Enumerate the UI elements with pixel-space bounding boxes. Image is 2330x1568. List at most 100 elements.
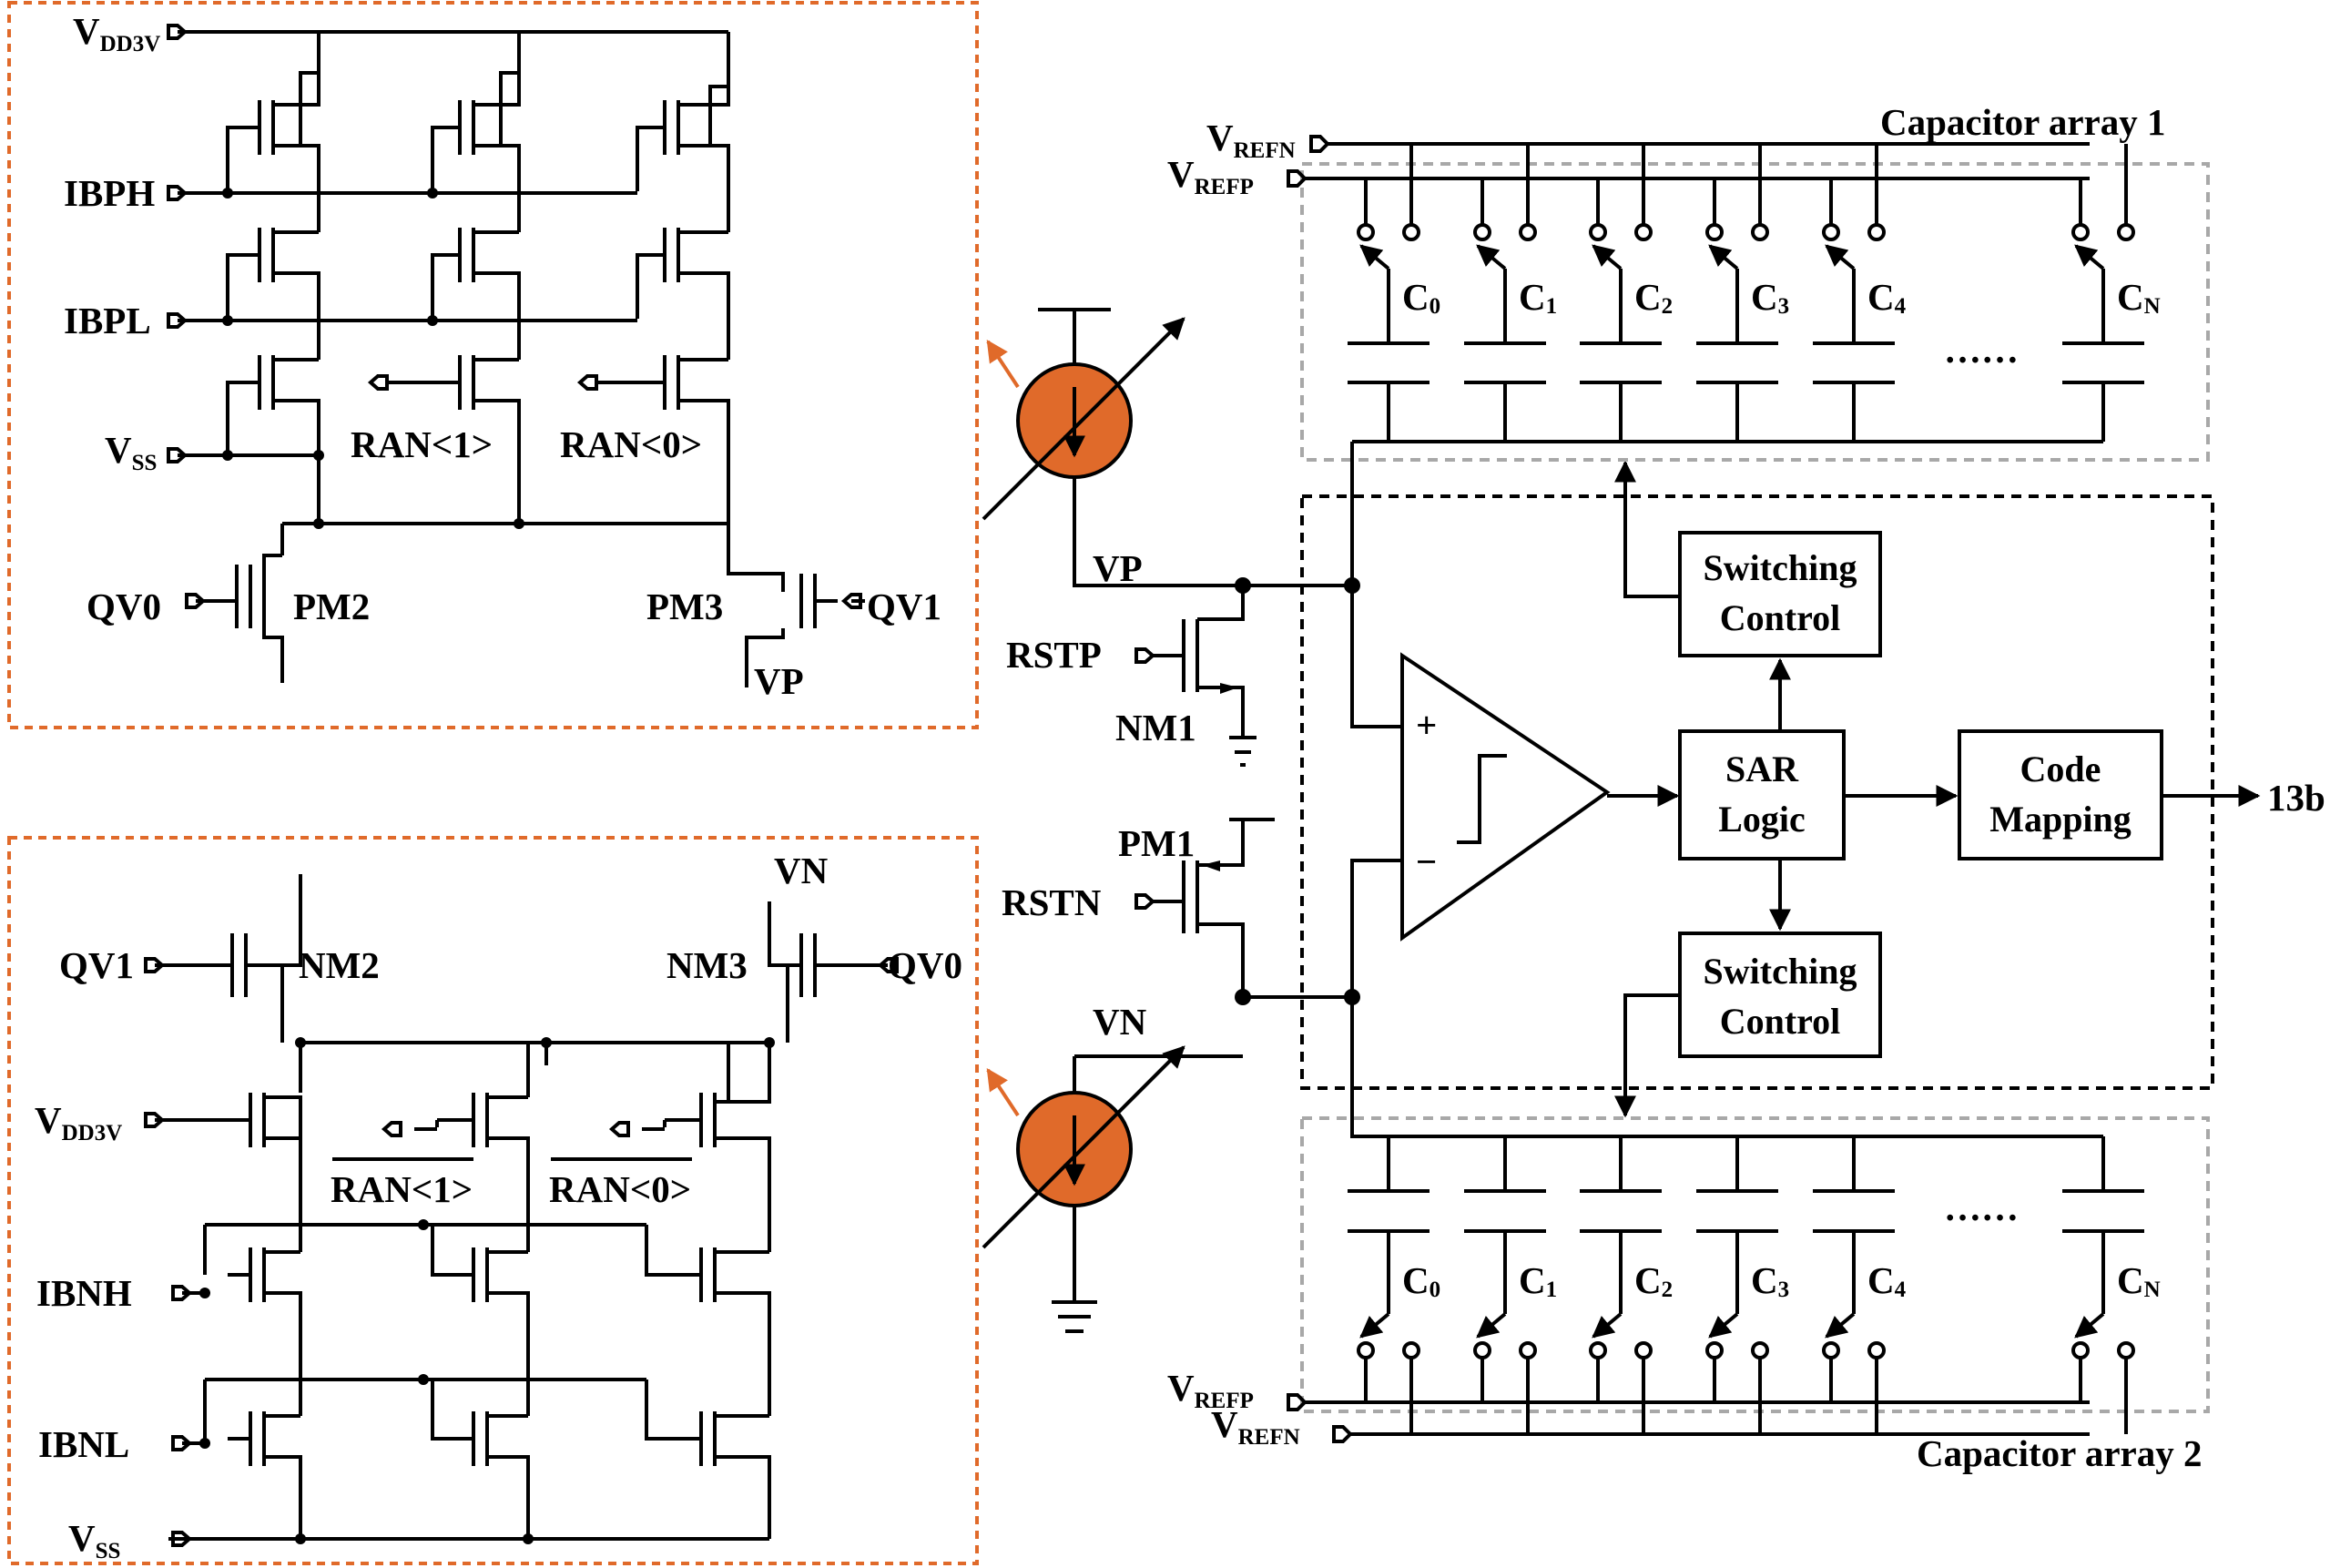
pm2-label: PM2 <box>293 585 370 627</box>
capacitor-column-1-1: C1 <box>1464 144 1557 442</box>
switch-blade <box>1708 1312 1739 1339</box>
capacitor-column-2-0: C0 <box>1348 1136 1440 1434</box>
switch-blade <box>1476 244 1507 270</box>
capacitor-column-1-0: C0 <box>1348 144 1440 442</box>
capacitor-column-2-4: C4 <box>1813 1136 1907 1434</box>
nmos-bias-block: VN QV1 NM2 NM3 QV0 VDD3V RAN<1> RAN<0> I… <box>7 836 979 1565</box>
capacitor-plates <box>1696 341 1778 384</box>
pm2-transistor <box>214 554 284 683</box>
ibpl-label: IBPL <box>64 300 151 341</box>
ibnh-label: IBNH <box>36 1272 132 1314</box>
switch-contact <box>1634 223 1653 241</box>
vdd-label: VDD3V <box>35 1099 122 1145</box>
nm2-transistor <box>168 933 284 1043</box>
capacitor-plates <box>1464 1189 1546 1233</box>
switch-contact <box>1634 1341 1653 1359</box>
switch-contact <box>2071 1341 2090 1359</box>
switching-control-bottom-line1: Switching <box>1704 951 1857 992</box>
switch-blade <box>2074 1312 2105 1339</box>
capacitor-plates <box>1696 1189 1778 1233</box>
switching-control-bottom-line2: Control <box>1720 1001 1841 1042</box>
comparator-minus: − <box>1416 840 1437 882</box>
switching-control-top <box>1678 531 1882 657</box>
switch-contact <box>1519 1341 1537 1359</box>
capacitor-array-2-border <box>1300 1116 2210 1413</box>
switch-blade <box>1825 244 1856 270</box>
capacitor-label: C3 <box>1751 1259 1789 1302</box>
switch-blade <box>1592 244 1623 270</box>
capacitor-label: CN <box>2117 276 2161 319</box>
vdd-label: VDD3V <box>73 10 160 56</box>
rstp-label: RSTP <box>1006 634 1102 676</box>
nm3-label: NM3 <box>666 944 748 986</box>
nm1-transistor <box>1134 585 1257 767</box>
switch-contact <box>2117 223 2135 241</box>
capacitor-label: CN <box>2117 1259 2161 1302</box>
pmos-bias-block: VDD3V IBPH IBPL VSS RAN<1> RAN<0> QV0 PM… <box>7 1 979 729</box>
capacitor-label: C4 <box>1867 1259 1907 1302</box>
switch-contact <box>1589 223 1607 241</box>
vrefn-label-1: VREFN <box>1206 117 1296 163</box>
cap-ellipsis-2: …… <box>1944 1186 2019 1228</box>
pm3-transistor <box>727 555 838 687</box>
capacitor-label: C4 <box>1867 276 1907 319</box>
capacitor-label: C1 <box>1519 1259 1557 1302</box>
capacitor-label: C2 <box>1634 276 1673 319</box>
vn-label: VN <box>774 850 829 891</box>
switch-contact <box>1751 1341 1769 1359</box>
vrefn-label-2: VREFN <box>1211 1403 1300 1450</box>
capacitor-array-1-title: Capacitor array 1 <box>1880 101 2166 143</box>
qv0-label: QV0 <box>888 944 962 986</box>
switch-blade <box>1476 1312 1507 1339</box>
capacitor-label: C2 <box>1634 1259 1673 1302</box>
switch-contact <box>1705 223 1724 241</box>
switch-contact <box>1867 223 1886 241</box>
switch-contact <box>1402 223 1420 241</box>
switch-blade <box>2074 244 2105 270</box>
ran0-label: RAN<0> <box>549 1168 691 1210</box>
nm2-label: NM2 <box>299 944 380 986</box>
ran0-label: RAN<0> <box>560 423 702 465</box>
capacitor-column-2-3: C3 <box>1696 1136 1789 1434</box>
capacitor-column-1-2: C2 <box>1580 144 1673 442</box>
switch-contact <box>1519 223 1537 241</box>
switching-control-top-line1: Switching <box>1704 547 1857 588</box>
switch-blade <box>1359 244 1390 270</box>
switching-control-bottom <box>1678 932 1882 1058</box>
qv1-label: QV1 <box>59 944 134 986</box>
current-source-section: VP RSTP NM1 PM1 RSTN VN <box>982 308 1360 1333</box>
capacitor-plates <box>1813 341 1895 384</box>
nmos-bias-border <box>7 836 979 1565</box>
vrefp-label-2: VREFP <box>1167 1367 1254 1413</box>
capacitor-label: C0 <box>1402 1259 1440 1302</box>
code-line2: Mapping <box>1989 799 2132 840</box>
nmos-current-mirror-array <box>168 1043 771 1539</box>
switch-blade <box>1592 1312 1623 1339</box>
capacitor-plates <box>1580 1189 1662 1233</box>
switch-contact <box>1357 1341 1375 1359</box>
switch-contact <box>1402 1341 1420 1359</box>
pm1-label: PM1 <box>1118 822 1195 864</box>
capacitor-column-2-1: C1 <box>1464 1136 1557 1434</box>
capacitor-column-1-4: C4 <box>1813 144 1907 442</box>
sar-logic-block <box>1678 729 1846 860</box>
sar-line1: SAR <box>1725 748 1799 789</box>
capacitor-column-2-2: C2 <box>1580 1136 1673 1434</box>
vss-label: VSS <box>105 429 157 475</box>
link-arrow-nbias <box>986 1067 1020 1117</box>
capacitor-plates <box>1813 1189 1895 1233</box>
capacitor-array-2-title: Capacitor array 2 <box>1917 1432 2203 1474</box>
code-line1: Code <box>2020 748 2101 789</box>
pmos-current-mirror-array <box>226 73 730 524</box>
switch-contact <box>1867 1341 1886 1359</box>
rstn-label: RSTN <box>1002 881 1102 923</box>
output-bits-label: 13b <box>2267 777 2325 819</box>
qv0-label: QV0 <box>86 585 161 627</box>
switch-contact <box>1357 223 1375 241</box>
comparator: + − <box>1350 585 1611 997</box>
sar-line2: Logic <box>1718 799 1806 840</box>
nm3-transistor <box>786 933 874 1043</box>
link-arrow-pbias <box>986 339 1020 389</box>
